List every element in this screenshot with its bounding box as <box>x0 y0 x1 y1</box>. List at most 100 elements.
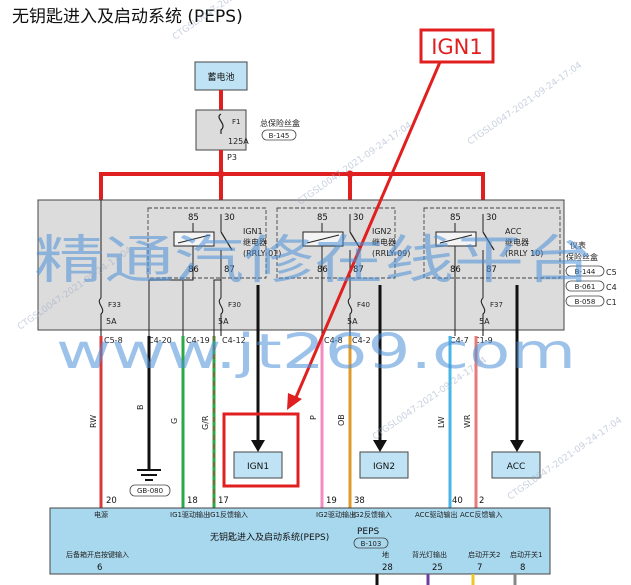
page-title: 无钥匙进入及启动系统 (PEPS) <box>12 7 243 27</box>
fuse-f40: F40 5A <box>347 297 370 336</box>
module-pin-func: IG2反馈输入 <box>352 510 392 519</box>
arrow-down-icon <box>373 440 387 452</box>
relay-code: (RRLY 10) <box>505 249 543 258</box>
connector-label: C4-7 <box>450 336 469 345</box>
module-pin-func: IG2驱动输出 <box>316 510 356 519</box>
module-pin: 17 <box>218 496 229 506</box>
module-pin-func: ACC反馈输入 <box>460 510 502 519</box>
fusebox-connector-code: C5 <box>606 268 617 277</box>
relay-pin: 87 <box>486 265 497 275</box>
relay-switch <box>482 231 495 251</box>
module-pin: 6 <box>97 563 102 573</box>
fuse-id: F30 <box>228 301 241 309</box>
watermark-url: www.jt269.com <box>56 324 576 380</box>
ground-ref: GB-080 <box>137 487 163 495</box>
fusebox-name: 保险丝盒 <box>566 252 598 262</box>
wire-code: G/R <box>201 415 210 430</box>
module-pin-func: IG1反馈输入 <box>208 510 248 519</box>
fusebox-connector-ref: B-144 <box>575 268 596 276</box>
callout-box <box>419 28 495 64</box>
power-bus <box>99 172 485 214</box>
callout-label: IGN1 <box>431 35 483 59</box>
output-label: IGN2 <box>373 462 395 472</box>
relay-name: ACC <box>505 227 522 236</box>
fuse-f37: F37 5A <box>479 297 503 336</box>
connector-label: C4-19 <box>186 336 210 345</box>
module-pin: 25 <box>432 563 443 573</box>
fuse-id: F40 <box>357 301 370 309</box>
relay-pin: 30 <box>486 213 497 223</box>
relay-name: IGN2 <box>372 227 392 236</box>
connector-label: C1-9 <box>474 336 493 345</box>
module-bottom-func: 地 <box>382 550 389 559</box>
module-pin: 7 <box>477 563 482 573</box>
module-name: 无钥匙进入及启动系统(PEPS) <box>210 531 329 543</box>
module-pin: 20 <box>106 496 117 506</box>
battery-box <box>194 61 248 91</box>
wire-code: RW <box>89 415 98 428</box>
relay-pin: 30 <box>224 213 235 223</box>
instrument-fusebox <box>37 199 565 331</box>
module-pin: 19 <box>326 496 337 506</box>
relay-type: 继电器 <box>505 237 529 247</box>
output-box-ign2 <box>359 451 409 479</box>
fusebox-connector-code: C4 <box>606 283 617 292</box>
output-box-ign1 <box>233 451 283 479</box>
internal-wire <box>182 279 193 336</box>
module-bottom-func: 背光灯输出 <box>412 550 447 559</box>
connector-label: C4-20 <box>148 336 172 345</box>
module-bottom-func: 启动开关2 <box>468 550 500 559</box>
main-fuse-ref-badge <box>261 129 297 141</box>
module-pin-func: ACC驱动输出 <box>415 510 457 519</box>
callout-arrow <box>292 61 442 403</box>
fuse-f33: F33 5A <box>98 297 121 336</box>
fuse-f30: F30 5A <box>218 297 241 336</box>
relay-pin: 87 <box>353 265 364 275</box>
fusebox-connector-ref: B-061 <box>575 283 596 291</box>
fuse-rating: 5A <box>347 317 358 326</box>
fuse-rating: 5A <box>106 317 117 326</box>
relay-pin: 85 <box>317 213 328 223</box>
relay-code: (RRLY 01) <box>243 249 281 258</box>
relay-switch <box>220 231 233 251</box>
main-fuse-id: F1 <box>232 118 240 126</box>
relay-name: IGN1 <box>243 227 263 236</box>
connector-label: C4-12 <box>222 336 246 345</box>
wire-code: B <box>136 405 145 411</box>
module-pin: 28 <box>382 563 393 573</box>
module-pin: 18 <box>187 496 198 506</box>
module-bottom-func: 启动开关1 <box>510 550 542 559</box>
fuse-id: F33 <box>108 301 121 309</box>
fuse-rating: 5A <box>218 317 229 326</box>
module-code: PEPS <box>357 527 380 537</box>
peps-module <box>49 507 551 575</box>
fusebox-connector-code: C1 <box>606 298 617 307</box>
fusebox-name: 仪表 <box>570 240 586 250</box>
fuse-id: F37 <box>490 301 503 309</box>
wire-code: OB <box>337 414 346 426</box>
splice-dot <box>346 170 354 178</box>
main-fuse-ref: B-145 <box>269 132 290 140</box>
module-pin: 8 <box>520 563 525 573</box>
relay-type: 继电器 <box>243 237 267 247</box>
relay-pin: 87 <box>224 265 235 275</box>
fuse-rating: 5A <box>479 317 490 326</box>
fusebox-connector-ref: B-058 <box>575 298 596 306</box>
output-box-acc <box>491 451 541 479</box>
main-fuse-pin: P3 <box>227 153 237 162</box>
relay-type: 继电器 <box>372 237 396 247</box>
highlight-frame <box>222 412 300 488</box>
relay-pin: 85 <box>188 213 199 223</box>
wire-code: WR <box>463 414 472 428</box>
module-ref-badge <box>353 537 389 549</box>
watermark-text: 精通汽修在线平台 <box>34 231 594 291</box>
arrow-down-icon <box>251 440 265 452</box>
connector-label: C5-8 <box>104 336 123 345</box>
relay-pin: 30 <box>353 213 364 223</box>
wire-code: P <box>309 415 318 420</box>
module-bottom-func: 后备箱开启按键输入 <box>66 550 129 559</box>
module-pin: 2 <box>479 496 484 506</box>
output-label: ACC <box>507 462 526 472</box>
splice-dot <box>217 170 225 178</box>
